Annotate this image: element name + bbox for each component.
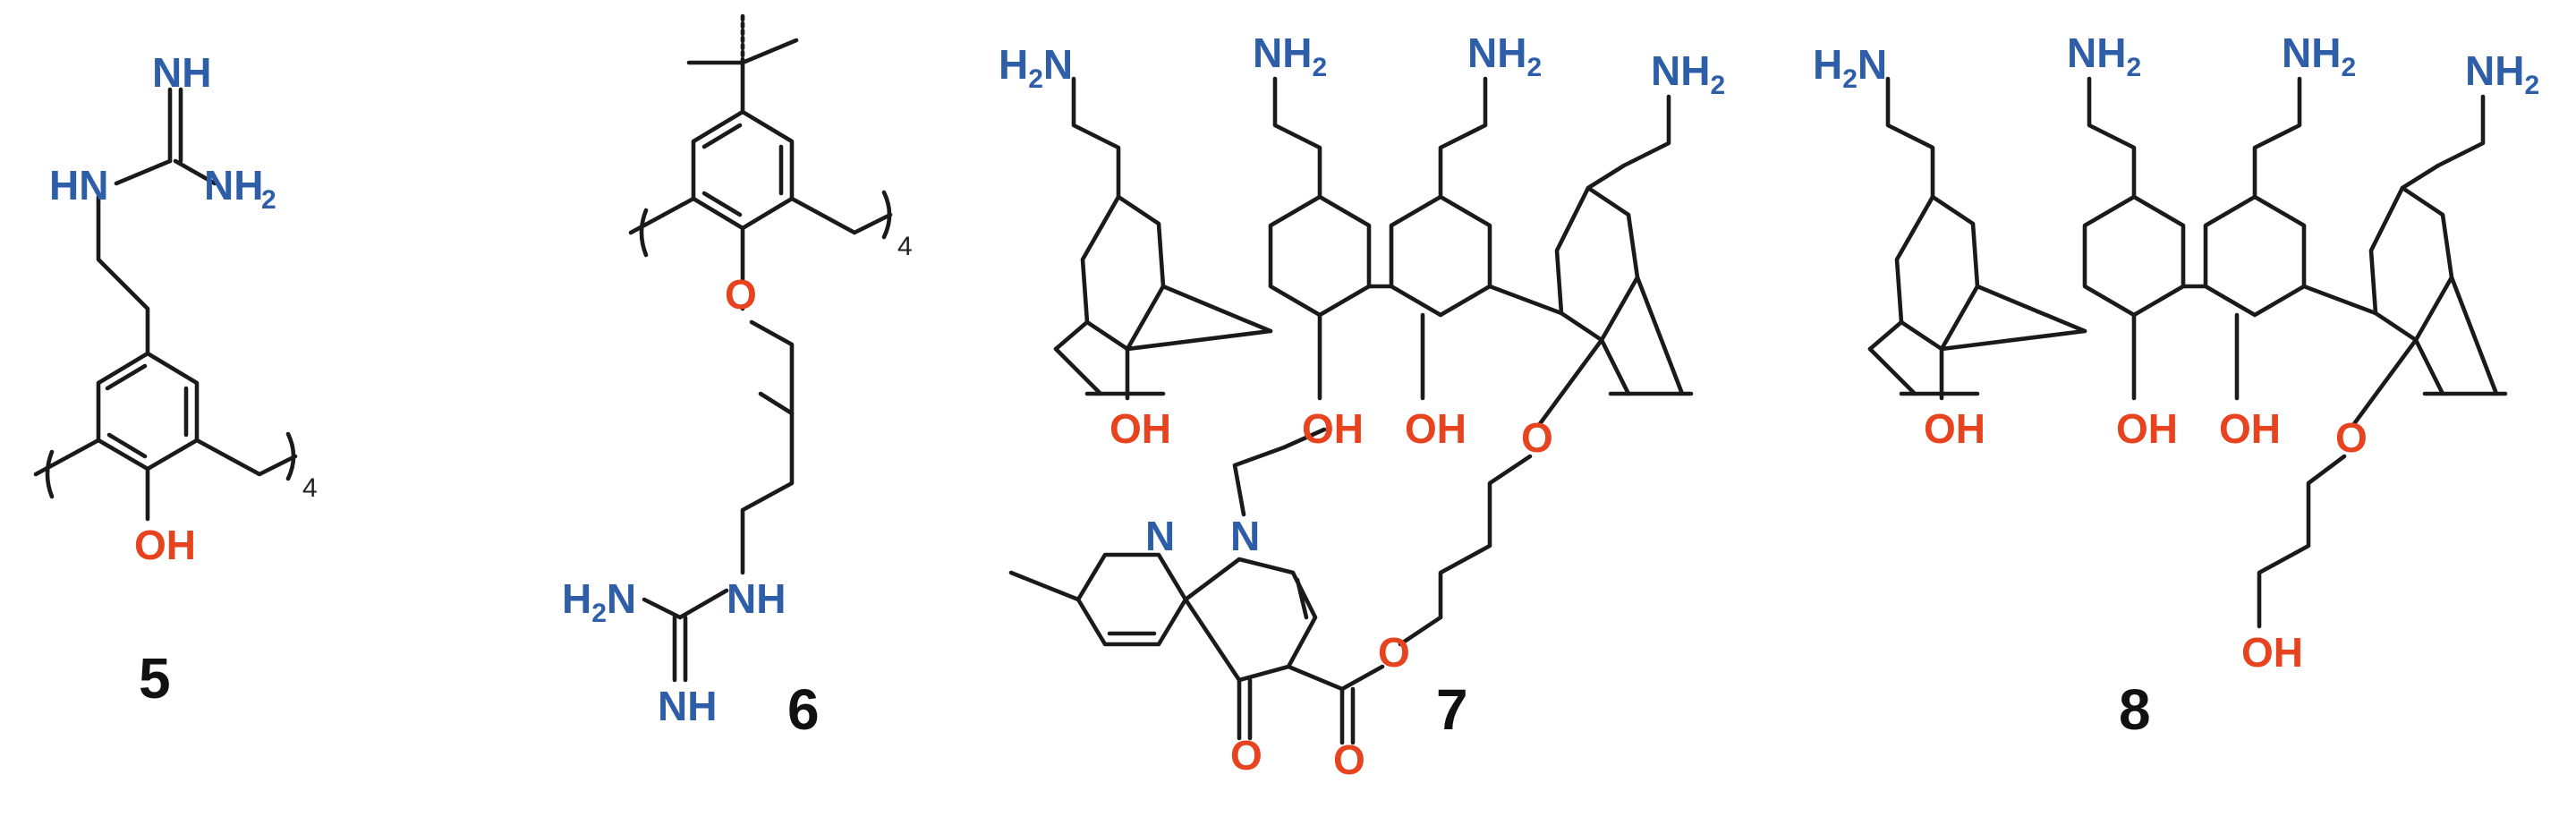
compound-7: H2N NH2 NH2 NH2 OH OH OH O O O O N N 7 — [999, 30, 1725, 783]
c8-oh-label-2: OH — [2116, 405, 2178, 452]
c5-benzene-ring — [96, 351, 200, 472]
c7-oh-label-3: OH — [1405, 405, 1467, 452]
c8-nh2-label-1: NH2 — [2067, 30, 2141, 82]
c5-nh2-label: NH — [204, 162, 263, 208]
c7-ring-n-label-1: N — [1145, 513, 1175, 559]
c7-nh2-label-1: NH2 — [1253, 30, 1327, 82]
compound-6-number: 6 — [787, 677, 820, 742]
c6-benzene-ring — [691, 109, 795, 231]
c7-ester-o-label: O — [1378, 629, 1410, 676]
c7-oh-label-2: OH — [1302, 405, 1364, 452]
c7-carbonyl-o-label: O — [1333, 736, 1365, 783]
c6-imine-nh-label: NH — [658, 683, 717, 729]
c8-nh2-label-3: NH2 — [2465, 47, 2539, 100]
c5-hn-label: HN — [49, 162, 108, 208]
compound-8: H2N NH2 NH2 NH2 OH OH OH O OH 8 — [1813, 30, 2539, 742]
c8-ether-o-label: O — [2335, 414, 2368, 461]
c6-o-label: O — [725, 271, 757, 318]
c7-naphthyridine-ring-a — [1075, 552, 1188, 647]
c7-ring-n-label-2: N — [1230, 513, 1260, 559]
c8-h2n-label: H2N — [1813, 41, 1887, 94]
c6-repeat-count: 4 — [897, 232, 913, 261]
c5-oh-label: OH — [134, 522, 196, 568]
c7-ether-o-label: O — [1521, 414, 1553, 461]
c8-nh2-label-2: NH2 — [2282, 30, 2356, 82]
c7-nh2-label-2: NH2 — [1467, 30, 1542, 82]
c5-imine-nh-label: NH — [152, 49, 211, 96]
c7-oh-label-1: OH — [1109, 405, 1171, 452]
c7-ketone-o-label: O — [1230, 732, 1262, 778]
c7-naphthyridine-ring-b — [1183, 557, 1318, 683]
compound-5-number: 5 — [139, 646, 171, 710]
compound-8-number: 8 — [2119, 677, 2151, 742]
compound-6: O NH H2N NH 4 6 — [562, 11, 913, 742]
compound-5: NH HN NH 2 OH 4 5 — [33, 49, 318, 710]
c8-oh-label-3: OH — [2219, 405, 2281, 452]
c8-oh-label-1: OH — [1924, 405, 1985, 452]
c5-repeat-count: 4 — [302, 473, 318, 503]
c6-h2n-label: H2N — [562, 575, 636, 628]
compound-7-number: 7 — [1436, 677, 1468, 742]
c8-terminal-oh-label: OH — [2241, 629, 2303, 676]
c5-nh2-subscript: 2 — [261, 185, 276, 215]
c7-h2n-label: H2N — [999, 41, 1073, 94]
c7-nh2-label-3: NH2 — [1651, 47, 1725, 100]
c6-nh-label: NH — [727, 575, 786, 622]
